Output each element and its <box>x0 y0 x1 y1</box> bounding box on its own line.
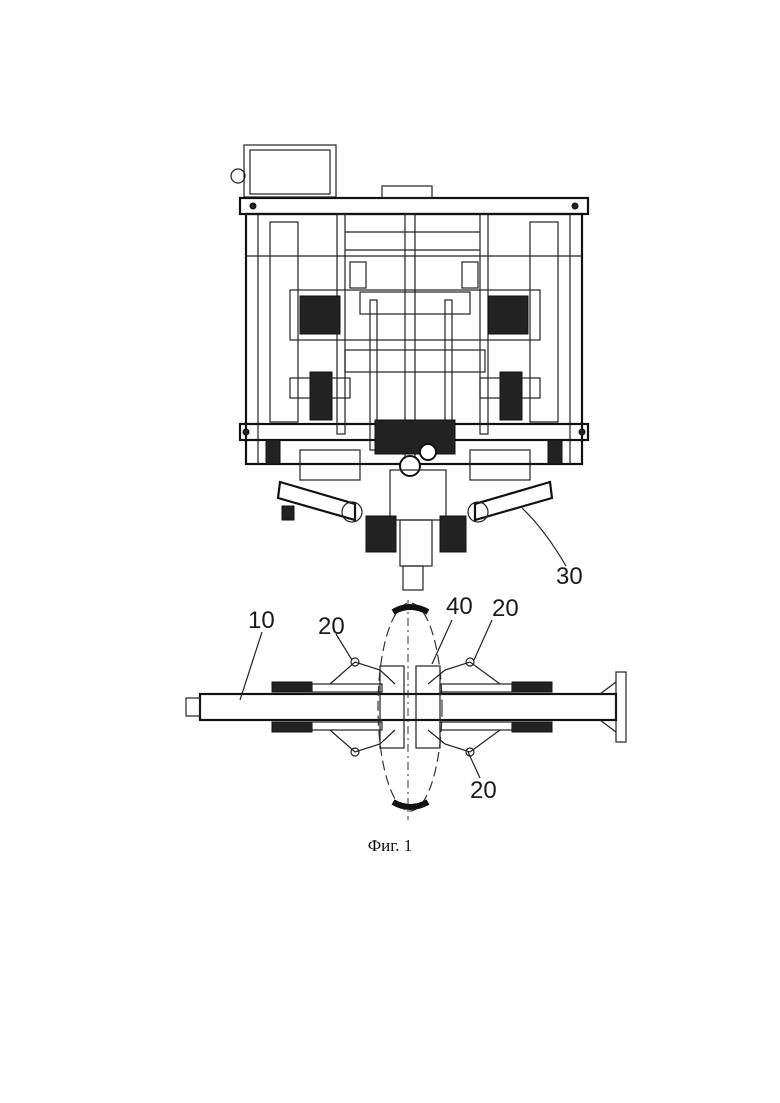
ref-numeral-20-left: 20 <box>318 613 345 640</box>
ref-numeral-40: 40 <box>446 593 473 620</box>
ref-numeral-20-bottom: 20 <box>470 777 497 804</box>
ref-numeral-10: 10 <box>248 607 275 634</box>
ref-numeral-30: 30 <box>556 563 583 590</box>
upper-assembly <box>231 145 588 590</box>
ref-numeral-20-right: 20 <box>492 595 519 622</box>
figure-caption: Фиг. 1 <box>0 836 780 856</box>
